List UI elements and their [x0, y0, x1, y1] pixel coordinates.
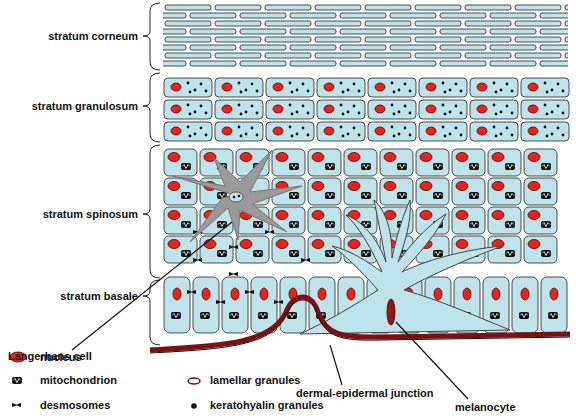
legend-text: lamellar granules	[210, 374, 301, 387]
layer-label: stratum basale	[0, 290, 138, 303]
callout-label: melanocyte	[455, 401, 516, 414]
legend-text: desmosomes	[40, 399, 110, 412]
legend-text: keratohyalin granules	[210, 399, 324, 412]
layer-label: stratum granulosum	[0, 100, 138, 113]
callout-label: dermal-epidermal junction	[296, 387, 434, 400]
layer-label: stratum spinosum	[0, 208, 138, 221]
legend-text: mitochondrion	[40, 374, 117, 387]
layer-label: stratum corneum	[0, 30, 138, 43]
legend-text: nucleus	[40, 351, 82, 364]
